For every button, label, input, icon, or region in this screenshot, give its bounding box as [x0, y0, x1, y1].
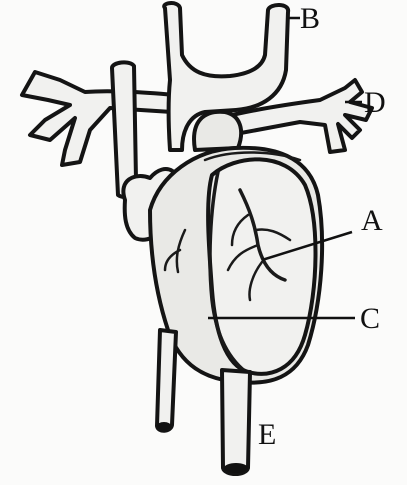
left-lower-vessel-end: [157, 422, 171, 430]
label-c: C: [360, 304, 380, 334]
pulmonary-trunk: [194, 112, 241, 150]
left-lower-vessel: [157, 330, 176, 431]
label-a: A: [361, 206, 383, 236]
left-branching-vessel: [22, 72, 175, 165]
label-e: E: [258, 420, 276, 450]
lower-vessel-e: [222, 370, 250, 474]
label-d: D: [364, 88, 386, 118]
label-b: B: [300, 4, 320, 34]
lower-vessel-e-end: [224, 463, 248, 473]
